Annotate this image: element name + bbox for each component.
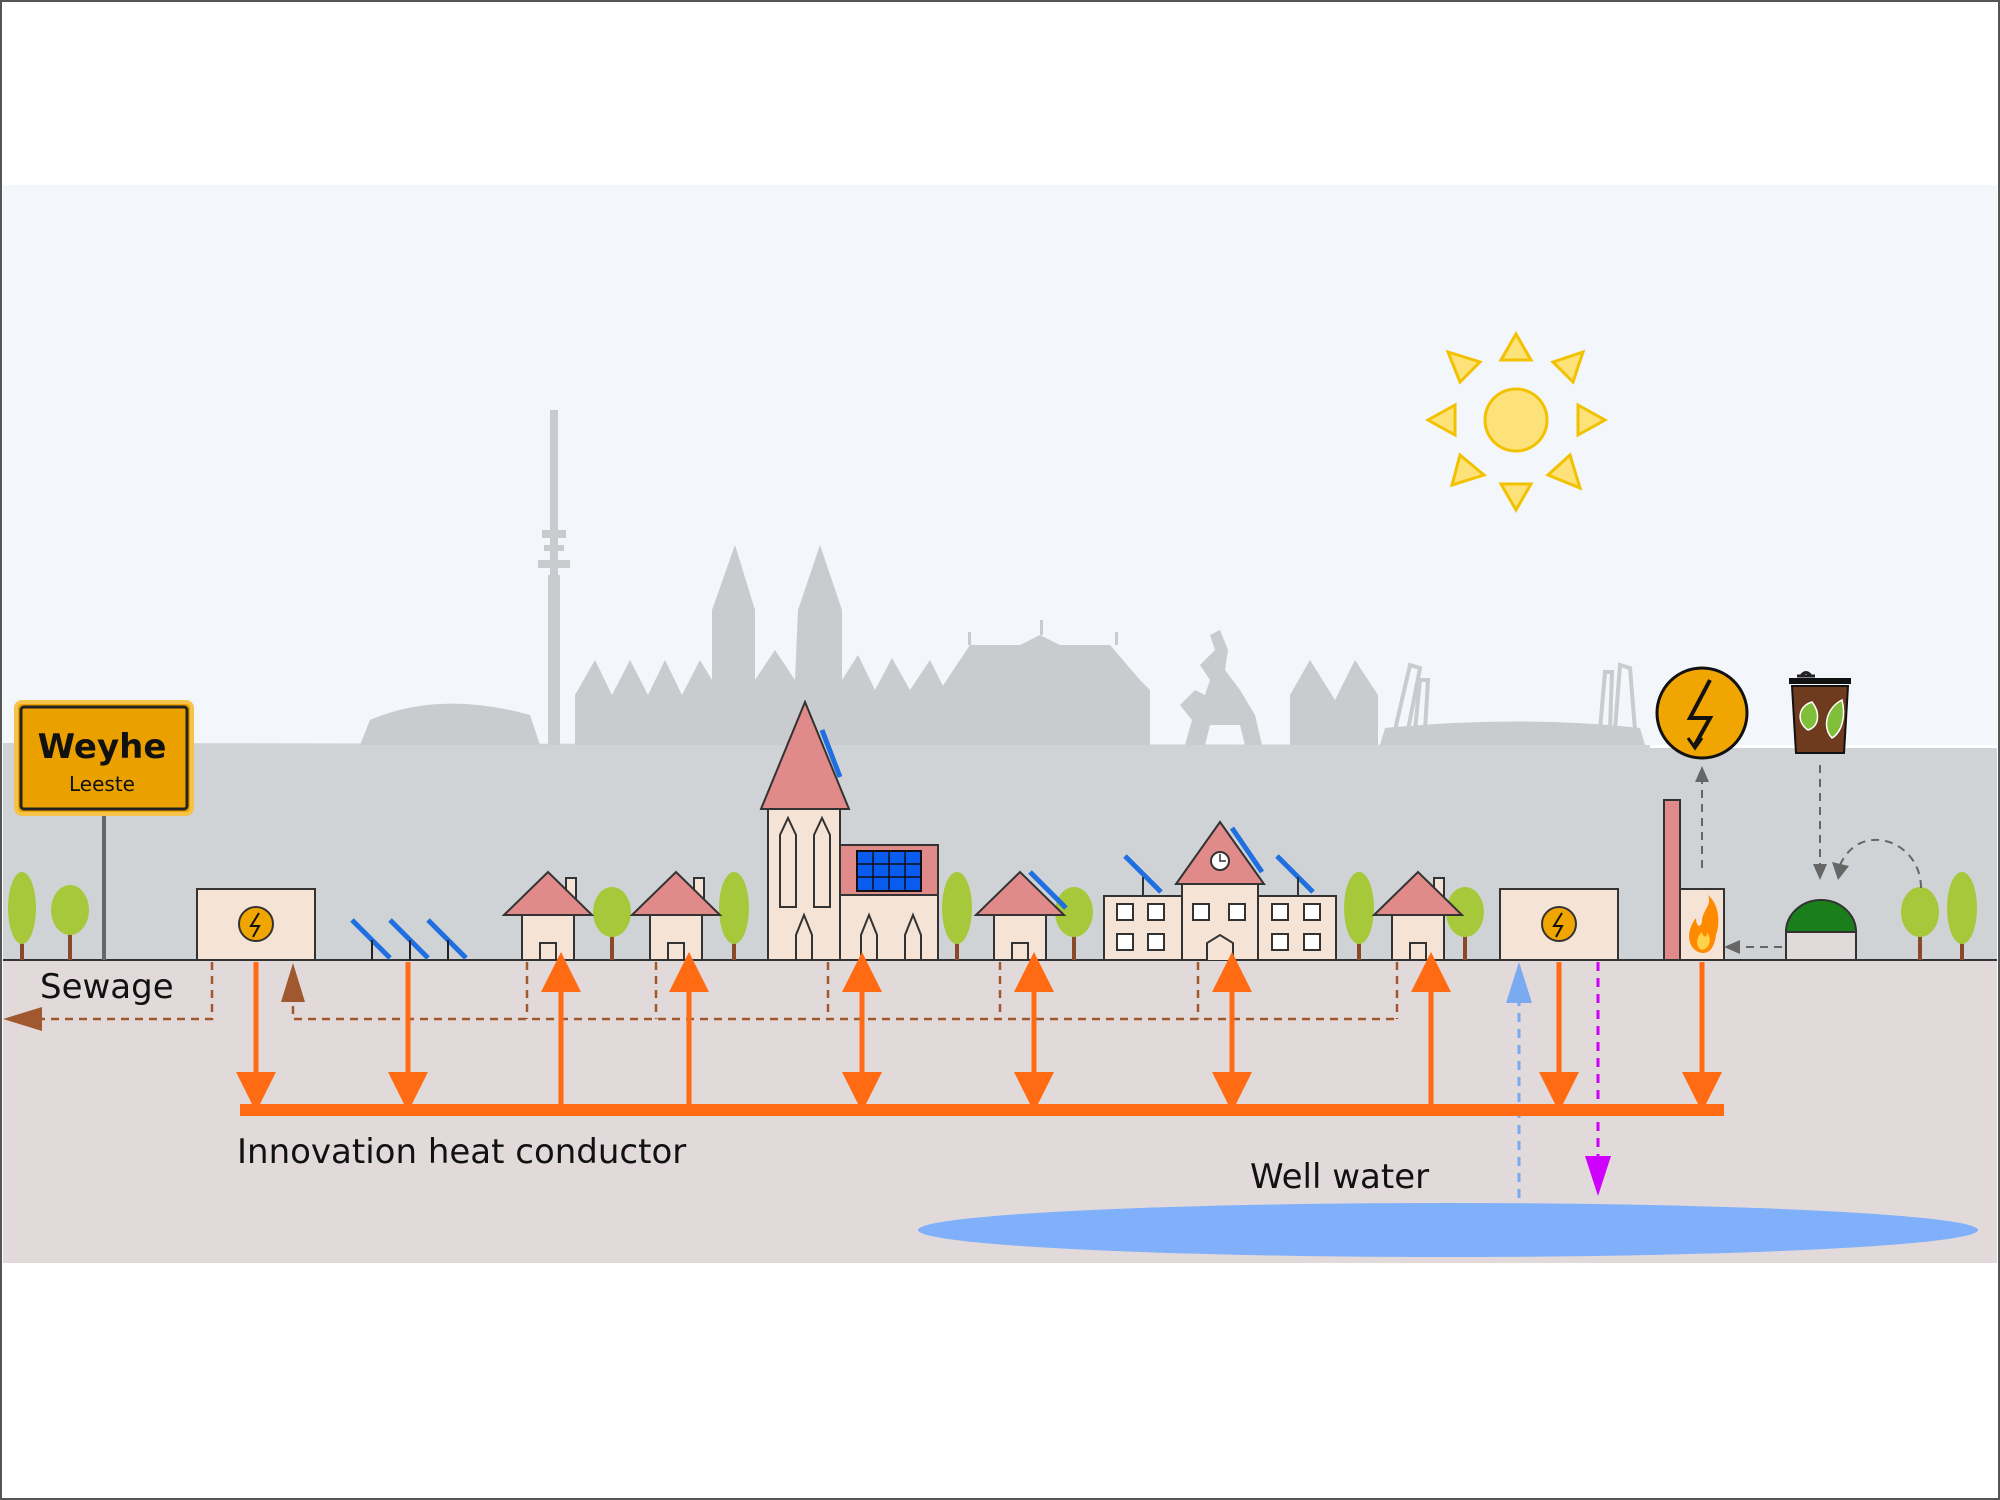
recycle-arrow bbox=[1839, 838, 1922, 889]
tree bbox=[593, 887, 631, 960]
tree bbox=[51, 885, 89, 960]
sign-town-name: Weyhe bbox=[38, 727, 167, 767]
tree bbox=[942, 872, 972, 960]
sewage-intake-arrow bbox=[281, 963, 305, 1002]
church bbox=[759, 699, 939, 961]
lightning-icon bbox=[1541, 906, 1577, 942]
heat-pump-station-right bbox=[1499, 888, 1619, 961]
heat-pump-station-left bbox=[196, 888, 316, 961]
compost-bin-icon bbox=[1789, 671, 1851, 754]
well-water-label: Well water bbox=[1250, 1157, 1429, 1197]
solar-panel-stands bbox=[371, 940, 449, 960]
lightning-icon bbox=[238, 906, 274, 942]
sun-icon bbox=[1424, 330, 1609, 514]
tree bbox=[1446, 887, 1484, 960]
town-sign: Weyhe Leeste bbox=[14, 700, 194, 960]
city-silhouette bbox=[360, 410, 1645, 745]
sewage-label: Sewage bbox=[40, 967, 174, 1007]
tree bbox=[8, 872, 36, 960]
tree bbox=[1055, 887, 1093, 960]
trees bbox=[8, 872, 1977, 960]
tree bbox=[1344, 872, 1374, 960]
sewage-outflow-arrow bbox=[3, 1007, 42, 1031]
tree bbox=[1901, 887, 1939, 960]
lightning-icon bbox=[1655, 666, 1749, 760]
solar-panels-ground bbox=[350, 918, 468, 960]
sign-district-name: Leeste bbox=[69, 772, 135, 796]
biomass-plant bbox=[1663, 799, 1725, 961]
biogas-digester bbox=[1784, 899, 1858, 961]
heat-conductor-label: Innovation heat conductor bbox=[237, 1132, 686, 1172]
heat-conductor-pipe bbox=[240, 1104, 1724, 1116]
well-water-aquifer bbox=[918, 1203, 1978, 1257]
flame-icon bbox=[1689, 895, 1719, 953]
heat-connections bbox=[236, 952, 1722, 1112]
skyline-band bbox=[3, 743, 1997, 960]
town-hall bbox=[1103, 820, 1337, 961]
tree bbox=[1947, 872, 1977, 960]
cranes bbox=[1393, 662, 1637, 731]
house bbox=[1371, 870, 1465, 961]
tree bbox=[719, 872, 749, 960]
